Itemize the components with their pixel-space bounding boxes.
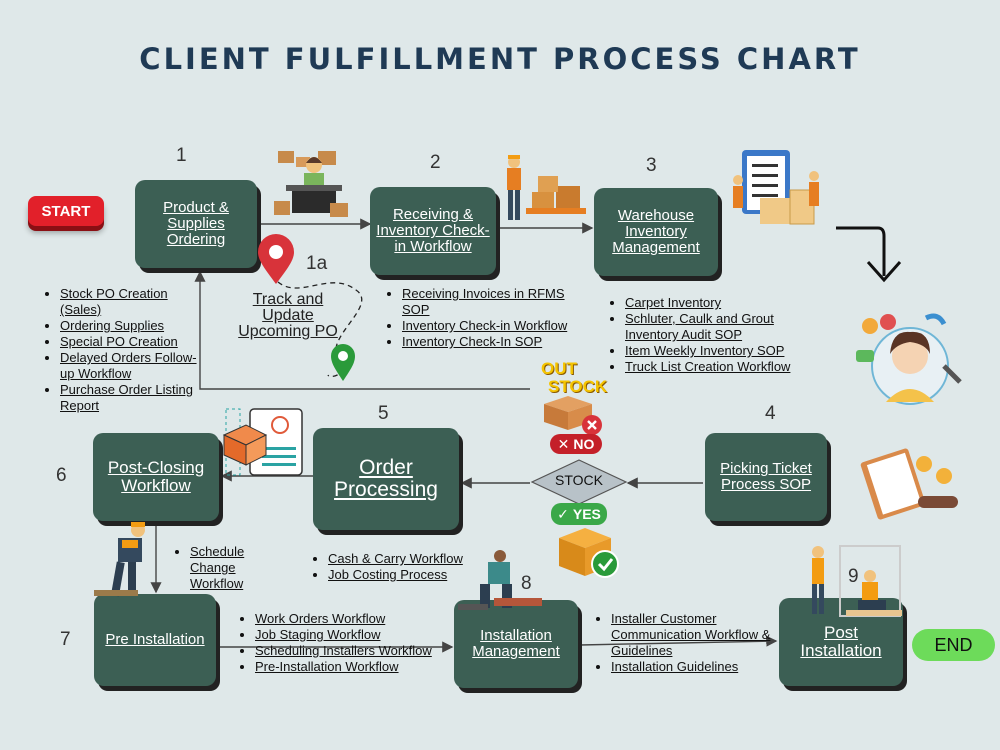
step-number-1: 1: [176, 145, 187, 166]
end-button[interactable]: END: [912, 629, 995, 661]
list-item[interactable]: Receiving Invoices in RFMS SOP: [402, 286, 570, 318]
step-number-9: 9: [848, 566, 859, 587]
track-update-po-link[interactable]: Track and Update Upcoming PO: [238, 291, 338, 340]
list-item[interactable]: Pre-Installation Workflow: [255, 659, 470, 675]
list-item[interactable]: Scheduling Installers Workflow: [255, 643, 470, 659]
list-warehouse: Carpet Inventory Schluter, Caulk and Gro…: [611, 295, 815, 375]
step-number-3: 3: [646, 155, 657, 176]
no-label: NO: [573, 436, 595, 452]
list-item[interactable]: Work Orders Workflow: [255, 611, 470, 627]
red-x-icon: [582, 415, 602, 435]
step-number-2: 2: [430, 152, 441, 173]
yes-badge: ✓YES: [551, 503, 607, 525]
node-warehouse-inventory[interactable]: Warehouse Inventory Management: [594, 188, 718, 276]
list-item[interactable]: Inventory Check-In SOP: [402, 334, 570, 350]
step-number-7: 7: [60, 629, 71, 650]
page-title: CLIENT FULFILLMENT PROCESS CHART: [139, 42, 861, 76]
node-post-closing[interactable]: Post-Closing Workflow: [93, 433, 219, 521]
no-badge: ✕NO: [550, 434, 602, 454]
list-item[interactable]: Job Staging Workflow: [255, 627, 470, 643]
list-installation: Installer Customer Communication Workflo…: [597, 611, 771, 675]
list-item[interactable]: Special PO Creation: [60, 334, 200, 350]
node-installation-management[interactable]: Installation Management: [454, 600, 578, 688]
step-number-1a: 1a: [306, 253, 328, 274]
list-item[interactable]: Schluter, Caulk and Grout Inventory Audi…: [625, 311, 815, 343]
warehouse-worker-illustration: [507, 155, 586, 220]
list-item[interactable]: Installer Customer Communication Workflo…: [611, 611, 771, 659]
customer-support-illustration: [856, 313, 962, 405]
list-pre-installation: Work Orders Workflow Job Staging Workflo…: [241, 611, 470, 675]
open-box-icon: [544, 396, 592, 430]
step-number-8: 8: [521, 573, 532, 594]
document-box-icon: [222, 408, 303, 476]
node-order-processing[interactable]: Order Processing: [313, 428, 459, 530]
installer-worker-illustration: [458, 550, 542, 610]
out-stock-text-2: STOCK: [548, 377, 608, 396]
list-item[interactable]: Installation Guidelines: [611, 659, 771, 675]
list-item[interactable]: Ordering Supplies: [60, 318, 200, 334]
list-receiving: Receiving Invoices in RFMS SOP Inventory…: [388, 286, 570, 350]
signing-document-illustration: [860, 448, 958, 520]
no-x-icon: ✕: [557, 435, 570, 452]
bent-arrow: [836, 226, 886, 276]
list-item[interactable]: Delayed Orders Follow-up Workflow: [60, 350, 200, 382]
office-worker-illustration: [274, 151, 348, 217]
step-number-5: 5: [378, 403, 389, 424]
step-number-4: 4: [765, 403, 776, 424]
closed-box-check-icon: [559, 528, 619, 578]
node-pre-installation[interactable]: Pre Installation: [94, 594, 216, 686]
list-order-processing: Cash & Carry Workflow Job Costing Proces…: [314, 551, 498, 583]
yes-label: YES: [572, 506, 601, 522]
node-receiving-inventory-checkin[interactable]: Receiving & Inventory Check-in Workflow: [370, 187, 496, 275]
list-item[interactable]: Schedule Change Workflow: [190, 544, 274, 592]
list-item[interactable]: Job Costing Process: [328, 567, 498, 583]
list-item[interactable]: Purchase Order Listing Report: [60, 382, 200, 414]
arrow-8-9: [579, 635, 778, 647]
list-product-ordering: Stock PO Creation (Sales) Ordering Suppl…: [46, 286, 200, 414]
construction-worker-illustration: [94, 522, 145, 597]
list-post-closing: Schedule Change Workflow: [176, 544, 274, 592]
start-button[interactable]: START: [28, 196, 104, 226]
list-item[interactable]: Item Weekly Inventory SOP: [625, 343, 815, 359]
node-product-supplies-ordering[interactable]: Product & Supplies Ordering: [135, 180, 257, 268]
arrow-back-to-1: [194, 270, 530, 390]
inventory-checklist-illustration: [733, 150, 819, 225]
yes-check-icon: ✓: [557, 505, 569, 522]
list-item[interactable]: Carpet Inventory: [625, 295, 815, 311]
list-item[interactable]: Stock PO Creation (Sales): [60, 286, 200, 318]
step-number-6: 6: [56, 465, 67, 486]
map-pin-green-icon: [331, 344, 355, 381]
stock-decision-label: STOCK: [555, 472, 603, 488]
node-picking-ticket[interactable]: Picking Ticket Process SOP: [705, 433, 827, 521]
list-item[interactable]: Inventory Check-in Workflow: [402, 318, 570, 334]
list-item[interactable]: Cash & Carry Workflow: [328, 551, 498, 567]
out-stock-text: OUT: [541, 359, 577, 378]
post-installation-workers-illustration: [812, 545, 902, 617]
list-item[interactable]: Truck List Creation Workflow: [625, 359, 815, 375]
map-pin-red-icon: [258, 234, 294, 284]
